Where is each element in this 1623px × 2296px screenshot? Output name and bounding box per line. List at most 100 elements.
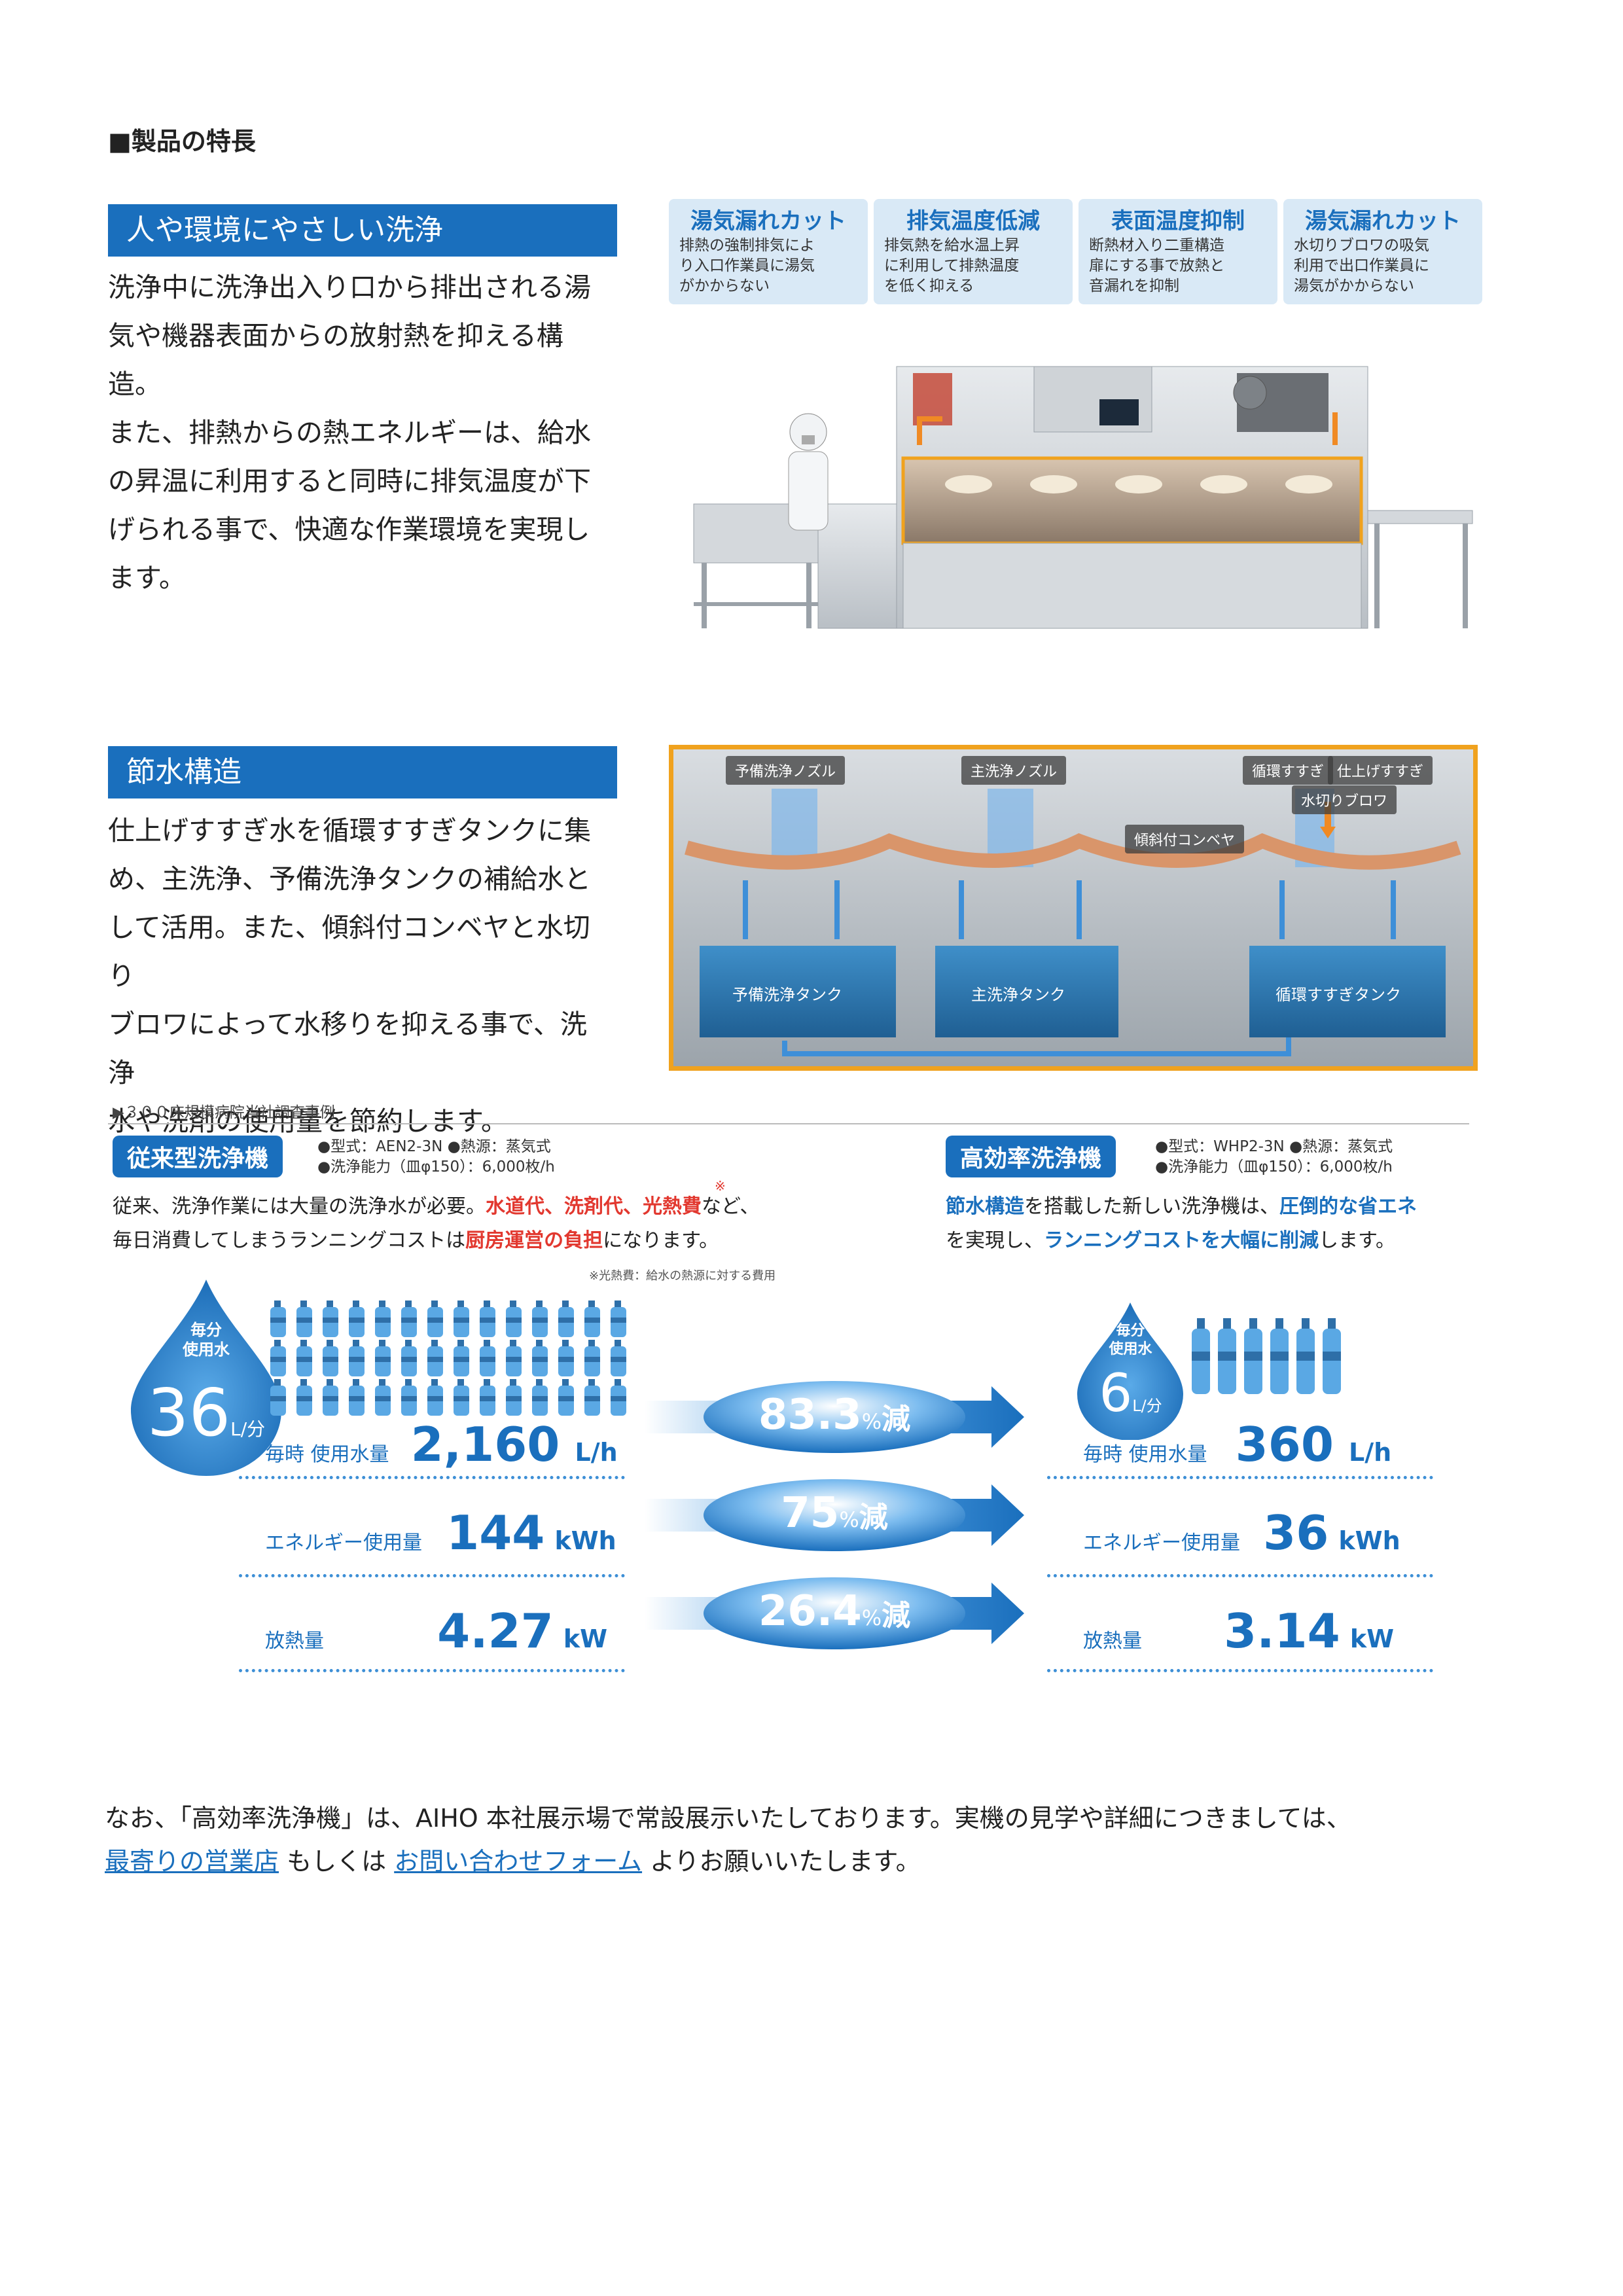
callout-surface-temp: 表面温度抑制 断熱材入り二重構造 扉にする事で放熱と 音漏れを抑制 — [1079, 199, 1277, 304]
spec-line: ●型式：WHP2-3N ●熱源：蒸気式 — [1155, 1138, 1393, 1155]
reduction-word: 減 — [882, 1403, 911, 1436]
reduction-number: 83.3 — [758, 1391, 862, 1439]
callout-line: がかからない — [679, 278, 770, 295]
footnote-mark: ※ — [715, 1178, 726, 1194]
footnote: ※光熱費：給水の熱源に対する費用 — [589, 1269, 776, 1283]
label-final-rinse: 仕上げすすぎ — [1328, 756, 1433, 785]
callout-line: 排熱の強制排気によ — [679, 237, 815, 254]
new-water-row: 毎時 使用水量 360 L/h — [1083, 1417, 1391, 1472]
desc-text: など、 — [702, 1195, 760, 1218]
body-line: ブロワによって水移りを抑える事で、洗浄 — [108, 1009, 587, 1088]
dotted-rule — [239, 1669, 625, 1672]
stat-unit: kW — [1349, 1624, 1395, 1653]
stat-unit: L/h — [1349, 1438, 1392, 1467]
callout-line: 水切りブロワの吸気 — [1294, 237, 1429, 254]
desc-text: になります。 — [603, 1229, 719, 1252]
callout-steam-cut-inlet: 湯気漏れカット 排熱の強制排気によ り入口作業員に湯気 がかからない — [669, 199, 868, 304]
stat-number: 360 — [1235, 1417, 1334, 1472]
drop-unit: L/分 — [230, 1418, 266, 1440]
new-spec: ●型式：WHP2-3N ●熱源：蒸気式 ●洗浄能力（皿φ150）：6,000枚/… — [1155, 1137, 1393, 1177]
water-drop-icon — [1077, 1302, 1183, 1440]
stat-unit: kWh — [554, 1526, 616, 1555]
label-main-tank: 主洗浄タンク — [971, 986, 1065, 1004]
divider — [108, 1123, 1469, 1124]
stat-unit: kWh — [1338, 1526, 1400, 1555]
stat-number: 2,160 — [410, 1417, 560, 1472]
section-body-water: 仕上げすすぎ水を循環すすぎタンクに集 め、主洗浄、予備洗浄タンクの補給水と して… — [108, 806, 612, 1145]
reduction-water: 83.3%減 — [704, 1391, 965, 1439]
contact-form-link[interactable]: お問い合わせフォーム — [394, 1847, 643, 1876]
reduction-number: 26.4 — [758, 1587, 862, 1636]
body-line: 水や洗剤の使用量を節約します。 — [108, 1105, 508, 1137]
page-heading: ■製品の特長 — [108, 127, 256, 156]
spec-line: ●洗浄能力（皿φ150）：6,000枚/h — [317, 1158, 555, 1175]
callout-line: り入口作業員に湯気 — [679, 257, 815, 274]
callout-line: 音漏れを抑制 — [1089, 278, 1179, 295]
callout-line: 排気熱を給水温上昇 — [884, 237, 1020, 254]
old-water-row: 毎時 使用水量 2,160 L/h — [265, 1417, 618, 1472]
desc-highlight: 水道代、洗剤代、光熱費 — [486, 1195, 702, 1218]
drop-unit: L/分 — [1132, 1397, 1162, 1415]
water-drop-icon — [131, 1280, 281, 1476]
spec-line: ●型式：AEN2-3N ●熱源：蒸気式 — [317, 1138, 551, 1155]
old-energy-row: エネルギー使用量 144 kWh — [265, 1505, 616, 1560]
section-body-eco: 洗浄中に洗浄出入り口から排出される湯 気や機器表面からの放射熱を抑える構造。 ま… — [108, 263, 612, 602]
water-bottles-icon — [265, 1299, 632, 1417]
drop-label: 使用水 — [1109, 1341, 1152, 1357]
dotted-rule — [239, 1574, 625, 1577]
section-title-water: 節水構造 — [108, 746, 617, 798]
stat-label: 毎時 使用水量 — [1083, 1443, 1207, 1466]
new-description: 節水構造を搭載した新しい洗浄機は、圧倒的な省エネ を実現し、ランニングコストを大… — [946, 1190, 1417, 1258]
body-line: 洗浄中に洗浄出入り口から排出される湯 — [108, 272, 591, 303]
dotted-rule — [1047, 1476, 1433, 1479]
cutaway-image — [673, 749, 1473, 1066]
callout-title: 湯気漏れカット — [690, 208, 846, 234]
old-bottles — [265, 1299, 632, 1417]
body-line: め、主洗浄、予備洗浄タンクの補給水と — [108, 863, 591, 895]
drop-number: 6 — [1099, 1363, 1133, 1424]
label-pre-tank: 予備洗浄タンク — [732, 986, 842, 1004]
drop-label: 使用水 — [183, 1340, 230, 1359]
stat-unit: L/h — [575, 1438, 618, 1467]
drop-number: 36 — [147, 1374, 231, 1451]
callout-line: 湯気がかからない — [1294, 278, 1414, 295]
callout-title: 表面温度抑制 — [1111, 208, 1245, 234]
desc-text: を実現し、 — [946, 1229, 1044, 1252]
survey-caption: ▶３００床規模病院当社調査事例 — [113, 1104, 335, 1121]
stat-label: 放熱量 — [265, 1630, 324, 1653]
old-spec: ●型式：AEN2-3N ●熱源：蒸気式 ●洗浄能力（皿φ150）：6,000枚/… — [317, 1137, 555, 1177]
desc-text: を搭載した新しい洗浄機は、 — [1024, 1195, 1279, 1218]
stat-number: 3.14 — [1224, 1604, 1340, 1659]
label-circ-rinse: 循環すすぎ — [1243, 756, 1334, 785]
dotted-rule — [239, 1476, 625, 1479]
body-line: して活用。また、傾斜付コンベヤと水切り — [108, 912, 590, 992]
callout-line: 断熱材入り二重構造 — [1089, 237, 1224, 254]
drop-label: 毎分 — [190, 1321, 222, 1339]
drop-label: 毎分 — [1116, 1323, 1145, 1339]
callout-line: に利用して排熱温度 — [884, 257, 1020, 274]
stat-label: エネルギー使用量 — [1083, 1532, 1240, 1554]
callout-exhaust-temp: 排気温度低減 排気熱を給水温上昇 に利用して排熱温度 を低く抑える — [874, 199, 1073, 304]
dotted-rule — [1047, 1574, 1433, 1577]
body-line: 仕上げすすぎ水を循環すすぎタンクに集 — [108, 815, 591, 846]
dotted-rule — [1047, 1669, 1433, 1672]
stat-number: 36 — [1263, 1505, 1329, 1560]
label-main-nozzle: 主洗浄ノズル — [961, 756, 1067, 785]
callout-line: 利用で出口作業員に — [1294, 257, 1429, 274]
machine-illustration: 湯気漏れカット 排熱の強制排気によ り入口作業員に湯気 がかからない 排気温度低… — [661, 196, 1492, 641]
water-bottles-icon — [1188, 1316, 1345, 1397]
reduction-arrows: 83.3%減 75%減 26.4%減 — [645, 1374, 1037, 1702]
arrow-graphics — [645, 1381, 1024, 1649]
footer-line: なお、「高効率洗浄機」は、AIHO 本社展示場で常設展示いたしております。実機の… — [105, 1804, 1351, 1833]
stat-number: 4.27 — [437, 1604, 554, 1659]
stat-label: 放熱量 — [1083, 1630, 1142, 1653]
old-water-drop: 毎分 使用水 36L/分 — [124, 1280, 288, 1476]
footer-text: なお、「高効率洗浄機」は、AIHO 本社展示場で常設展示いたしております。実機の… — [105, 1797, 1544, 1883]
new-machine-badge: 高効率洗浄機 — [946, 1136, 1116, 1177]
new-bottles — [1188, 1316, 1345, 1397]
nearest-office-link[interactable]: 最寄りの営業店 — [105, 1847, 279, 1876]
reduction-word: 減 — [859, 1501, 888, 1534]
body-line: の昇温に利用すると同時に排気温度が下 — [108, 465, 591, 497]
desc-highlight: ランニングコストを大幅に削減 — [1044, 1229, 1319, 1252]
dishwasher-machine-image — [693, 366, 1473, 629]
